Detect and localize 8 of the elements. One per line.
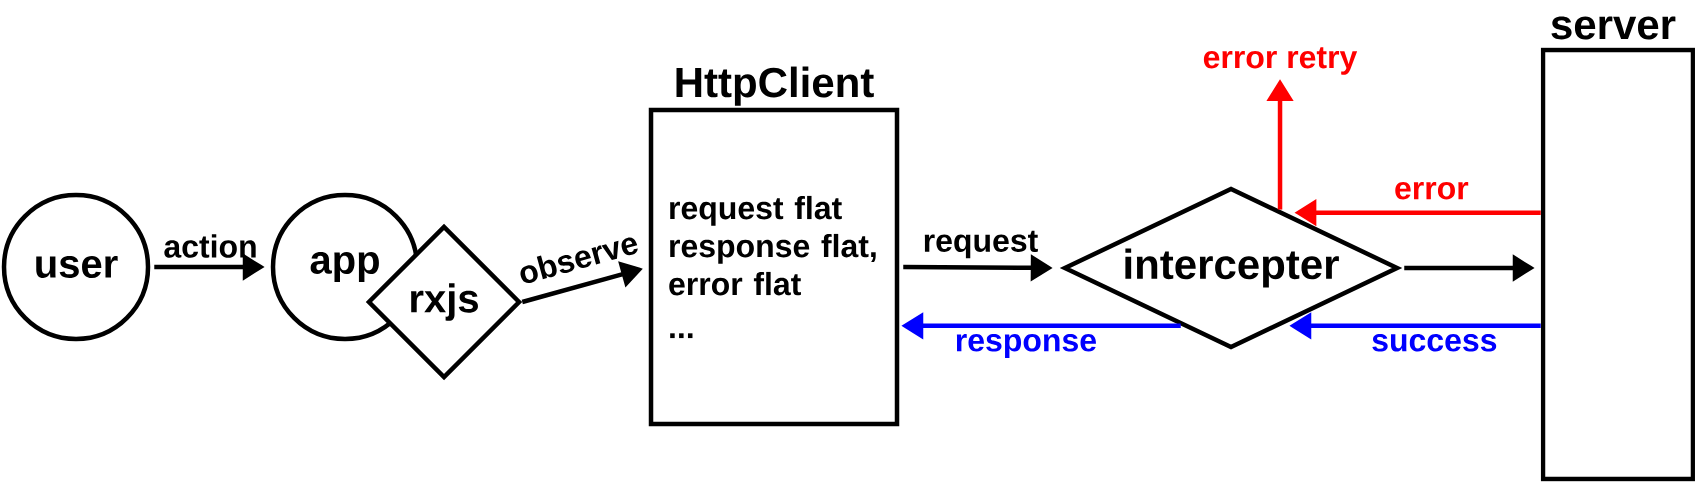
edge-label: action xyxy=(164,234,256,258)
arrow-label: error retry xyxy=(1203,47,1358,75)
circle-node: user xyxy=(1,192,151,342)
edge-label: request xyxy=(924,230,1038,259)
process-box: request flat response flat, error flat ... xyxy=(648,107,900,427)
edge-label: observe xyxy=(520,237,638,284)
box-title: server xyxy=(1551,16,1676,40)
box-title: HttpClient xyxy=(676,66,874,106)
